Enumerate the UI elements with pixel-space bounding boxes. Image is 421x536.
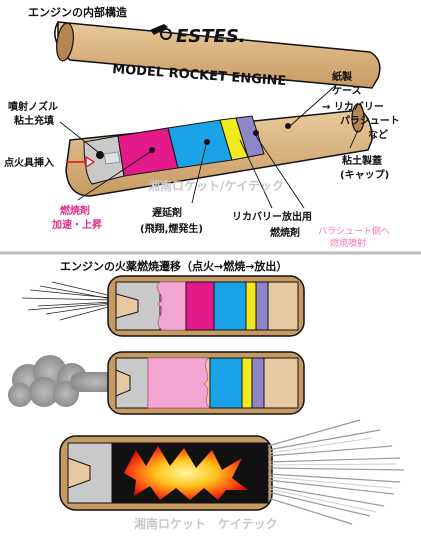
label-ejection-1: リカバリー放出用 xyxy=(232,210,312,223)
label-nozzle-2: 粘土充填 xyxy=(14,114,54,127)
fire xyxy=(124,446,248,500)
label-cap-2: (キャップ) xyxy=(340,168,389,181)
smoke-cloud xyxy=(8,355,120,407)
engine-case-cover: ESTES. MODEL ROCKET ENGINE xyxy=(54,21,381,89)
label-propellant-2: 加速・上昇 xyxy=(51,218,102,231)
leader-lines xyxy=(59,84,359,209)
logo-text: ESTES. xyxy=(176,26,246,47)
spark-lines xyxy=(21,281,113,321)
label-nozzle-1: 噴射ノズル xyxy=(8,100,58,113)
label-igniter: 点火具挿入 xyxy=(4,156,54,169)
label-delay-2: (飛翔,煙発生) xyxy=(140,222,203,235)
label-recovery-3: など xyxy=(368,128,388,141)
stage-ignition xyxy=(21,275,305,337)
watermark-top: 湘南ロケット/ケイテック xyxy=(148,178,284,193)
watermark-bottom: 湘南ロケット ケイテック xyxy=(134,516,278,531)
label-case-1: 紙製 xyxy=(332,70,352,83)
label-recovery-1: → リカバリー xyxy=(322,101,384,113)
estes-logo: ESTES. xyxy=(150,24,246,47)
label-cap-1: 粘土製蓋 xyxy=(342,154,382,167)
stage-burning xyxy=(8,351,305,415)
bottom-title: エンジンの火薬燃焼遷移（点火→燃焼→放出） xyxy=(60,259,287,273)
label-propellant-1: 燃焼剤 xyxy=(60,204,90,217)
stage-ejection xyxy=(59,419,405,525)
label-ejection-note-2: 燃焼噴射 xyxy=(330,237,366,249)
label-ejection-note-1: パラシュート側へ xyxy=(318,225,390,237)
label-delay-1: 遅延剤 xyxy=(152,206,182,219)
engine-cutaway xyxy=(65,103,373,197)
top-title: エンジンの内部構造 xyxy=(28,5,128,19)
label-recovery-2: パラシュート xyxy=(340,115,400,127)
exhaust-streaks xyxy=(267,419,405,525)
label-case-2: ケース xyxy=(332,85,362,97)
label-ejection-2: 燃焼剤 xyxy=(270,226,300,239)
